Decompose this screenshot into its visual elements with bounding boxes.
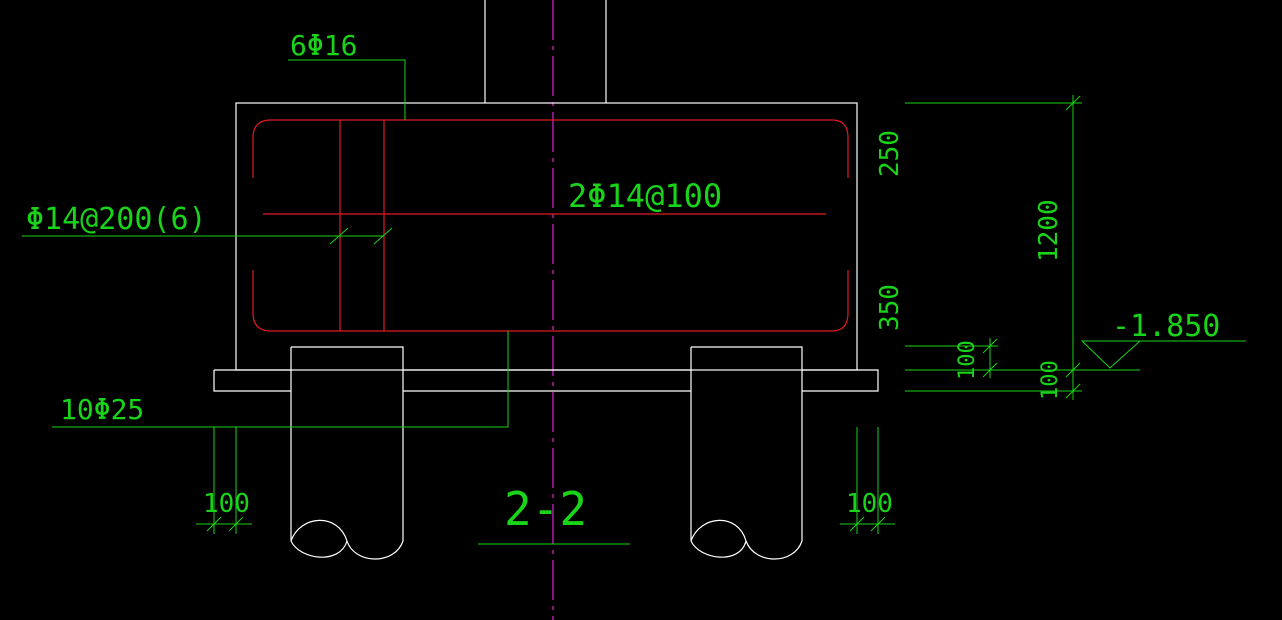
- pile-left: [290, 346, 404, 560]
- dimension-lines-right: [905, 95, 1140, 400]
- dim-slab-2: 100: [1038, 360, 1063, 400]
- pile-right: [690, 346, 803, 560]
- dim-cover-bottom: 350: [875, 284, 905, 331]
- column-outline: [484, 0, 607, 103]
- elevation-value: -1.850: [1112, 309, 1220, 344]
- dim-pile-right: 100: [846, 489, 893, 519]
- label-side-bars: 2Φ14@100: [568, 177, 722, 215]
- dimension-pile-right: [840, 427, 895, 534]
- leader-stirrups: [22, 227, 393, 245]
- dim-slab-1: 100: [955, 340, 980, 380]
- rebar-cage: [252, 119, 849, 332]
- bedding-slab: [213, 369, 879, 392]
- label-bottom-bars: 10Φ25: [60, 393, 144, 426]
- label-stirrups: Φ14@200(6): [26, 202, 207, 237]
- leader-bottom-bars: [52, 331, 509, 428]
- dimension-pile-left: [196, 427, 252, 534]
- section-title: 2-2: [504, 482, 587, 536]
- label-top-bars: 6Φ16: [290, 29, 357, 62]
- elevation-marker: [1080, 340, 1246, 369]
- leader-top-bars: [288, 59, 406, 120]
- dim-cover-top: 250: [875, 130, 905, 177]
- dim-pile-left: 100: [203, 489, 250, 519]
- dim-total-height: 1200: [1034, 199, 1064, 262]
